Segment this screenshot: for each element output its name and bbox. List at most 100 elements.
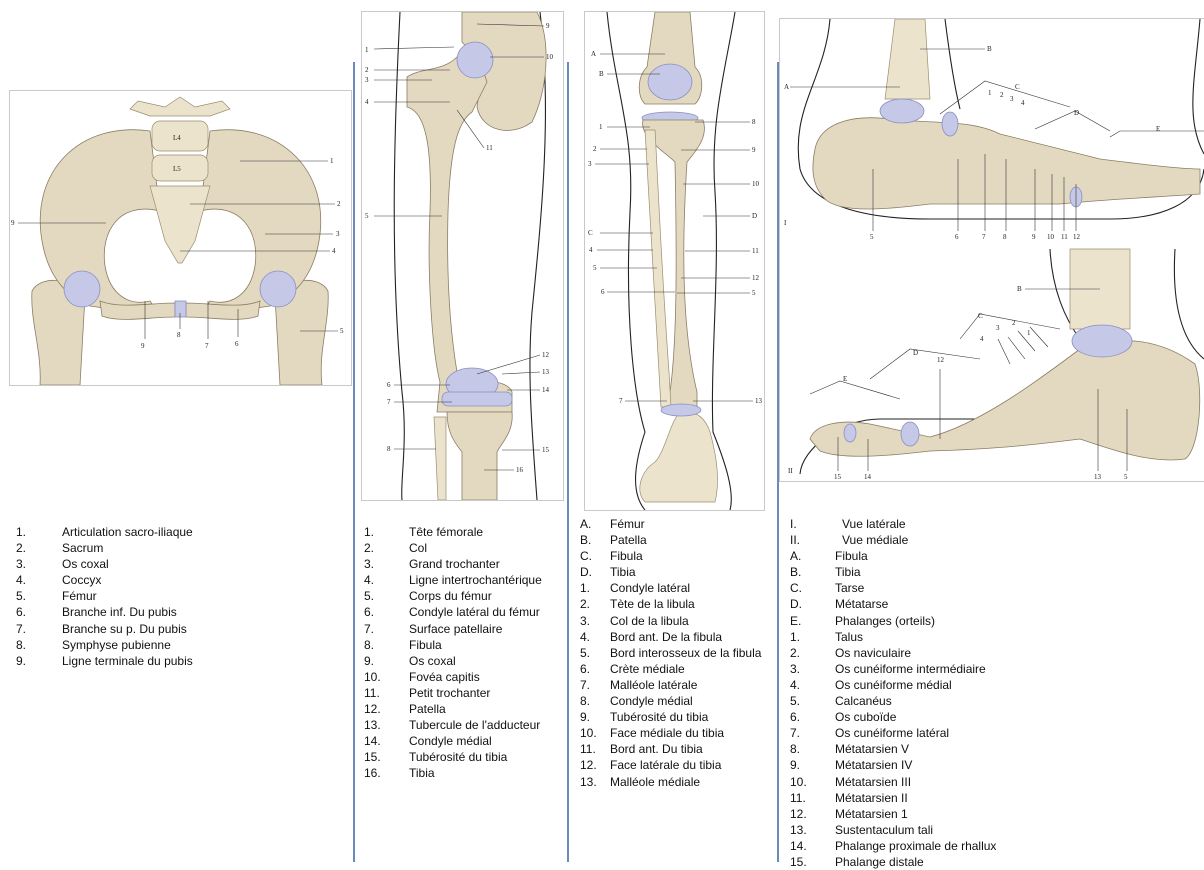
legend-item: 7.Malléole latérale: [580, 677, 761, 693]
legend-number: 13.: [790, 822, 835, 838]
foot-illustration: A B C D E I 1 2 3 4 5 6 7 8 9 10 11 12 B…: [779, 18, 1204, 482]
legend-item: 1.Tête fémorale: [364, 524, 542, 540]
legend-item: 7.Surface patellaire: [364, 621, 542, 637]
legend-number: 1.: [580, 580, 610, 596]
legend-text: Ligne intertrochantérique: [409, 572, 542, 588]
callout-3: 3: [365, 76, 369, 84]
legend-item: 12.Patella: [364, 701, 542, 717]
legend-text: Calcanéus: [835, 693, 892, 709]
legend-number: 12.: [790, 806, 835, 822]
legend-text: Os coxal: [409, 653, 456, 669]
legend-item: D.Tibia: [580, 564, 761, 580]
legend-text: Symphyse pubienne: [62, 637, 171, 653]
callout-7: 7: [982, 233, 986, 241]
legend-text: Fibula: [835, 548, 868, 564]
callout-1: 1: [988, 89, 992, 97]
legend-number: 10.: [364, 669, 409, 685]
legend-number: 3.: [790, 661, 835, 677]
legend-item: 9.Tubérosité du tibia: [580, 709, 761, 725]
legend-text: Tubercule de l'adducteur: [409, 717, 540, 733]
callout-6: 6: [235, 340, 239, 348]
legend-text: Métatarsien II: [835, 790, 908, 806]
legend-text: Phalange proximale de rhallux: [835, 838, 996, 854]
callout-e: E: [1156, 125, 1160, 133]
callout-13: 13: [755, 397, 763, 405]
callout-a: A: [591, 50, 596, 58]
legend-text: Os cunéiforme intermédiaire: [835, 661, 986, 677]
legend-text: Tubérosité du tibia: [610, 709, 708, 725]
legend-text: Tubérosité du tibia: [409, 749, 507, 765]
callout-d-medial: D: [913, 349, 918, 357]
legend-item: 6.Condyle latéral du fémur: [364, 604, 542, 620]
legend-number: 15.: [790, 854, 835, 870]
callout-16: 16: [516, 466, 524, 474]
callout-7: 7: [387, 398, 391, 406]
legend-number: 6.: [16, 604, 62, 620]
callout-8: 8: [1003, 233, 1007, 241]
legend-item: 8.Symphyse pubienne: [16, 637, 193, 653]
legend-text: Métatarse: [835, 596, 888, 612]
callout-12-medial: 12: [937, 356, 945, 364]
legend-number: 4.: [16, 572, 62, 588]
callout-1-medial: 1: [1027, 329, 1031, 337]
callout-b: B: [987, 45, 992, 53]
legend-item: 9.Métatarsien IV: [790, 757, 996, 773]
callout-6: 6: [601, 288, 605, 296]
callout-9: 9: [546, 22, 550, 30]
callout-7: 7: [619, 397, 623, 405]
legend-item: 15.Phalange distale: [790, 854, 996, 870]
legend-text: Métatarsien 1: [835, 806, 908, 822]
foot-legend: I.Vue latéraleII.Vue médialeA.FibulaB.Ti…: [790, 516, 996, 870]
legend-text: Condyle latéral du fémur: [409, 604, 540, 620]
legend-item: 8.Condyle médial: [580, 693, 761, 709]
legend-number: 2.: [790, 645, 835, 661]
legend-item: 3.Grand trochanter: [364, 556, 542, 572]
vertebra-label-l5: L5: [173, 165, 181, 173]
legend-number: 9.: [580, 709, 610, 725]
legend-number: A.: [790, 548, 835, 564]
legend-item: 2.Os naviculaire: [790, 645, 996, 661]
legend-item: 2.Sacrum: [16, 540, 193, 556]
legend-item: 9.Os coxal: [364, 653, 542, 669]
legend-text: Fovéa capitis: [409, 669, 480, 685]
legend-text: Branche inf. Du pubis: [62, 604, 177, 620]
callout-5: 5: [340, 327, 344, 335]
legend-number: 8.: [364, 637, 409, 653]
legend-item: 8.Métatarsien V: [790, 741, 996, 757]
column-separator: [353, 62, 355, 862]
legend-text: Branche su p. Du pubis: [62, 621, 187, 637]
legend-item: 1.Articulation sacro-iliaque: [16, 524, 193, 540]
legend-number: 14.: [364, 733, 409, 749]
callout-13: 13: [542, 368, 550, 376]
legend-number: 6.: [580, 661, 610, 677]
legend-item: 15.Tubérosité du tibia: [364, 749, 542, 765]
legend-item: 16.Tibia: [364, 765, 542, 781]
callout-12: 12: [752, 274, 760, 282]
legend-item: 9.Ligne terminale du pubis: [16, 653, 193, 669]
callout-2: 2: [365, 66, 369, 74]
legend-text: Fibula: [409, 637, 442, 653]
legend-item: A.Fibula: [790, 548, 996, 564]
legend-number: 4.: [364, 572, 409, 588]
legend-item: 4.Coccyx: [16, 572, 193, 588]
callout-9-left: 9: [11, 219, 15, 227]
legend-item: I.Vue latérale: [790, 516, 996, 532]
callout-2: 2: [337, 200, 341, 208]
legend-item: C.Tarse: [790, 580, 996, 596]
legend-item: 4.Os cunéiforme médial: [790, 677, 996, 693]
legend-item: 4.Ligne intertrochantérique: [364, 572, 542, 588]
legend-text: Corps du fémur: [409, 588, 492, 604]
legend-number: 10.: [580, 725, 610, 741]
callout-2: 2: [1000, 91, 1004, 99]
legend-number: D.: [580, 564, 610, 580]
legend-number: 7.: [364, 621, 409, 637]
legend-text: Patella: [409, 701, 446, 717]
legend-item: 6.Os cuboïde: [790, 709, 996, 725]
callout-12: 12: [542, 351, 550, 359]
legend-text: Os cunéiforme latéral: [835, 725, 949, 741]
legend-text: Condyle latéral: [610, 580, 690, 596]
callout-4: 4: [365, 98, 369, 106]
legend-text: Face latérale du tibia: [610, 757, 721, 773]
legend-text: Os coxal: [62, 556, 109, 572]
legend-text: Vue médiale: [835, 532, 908, 548]
